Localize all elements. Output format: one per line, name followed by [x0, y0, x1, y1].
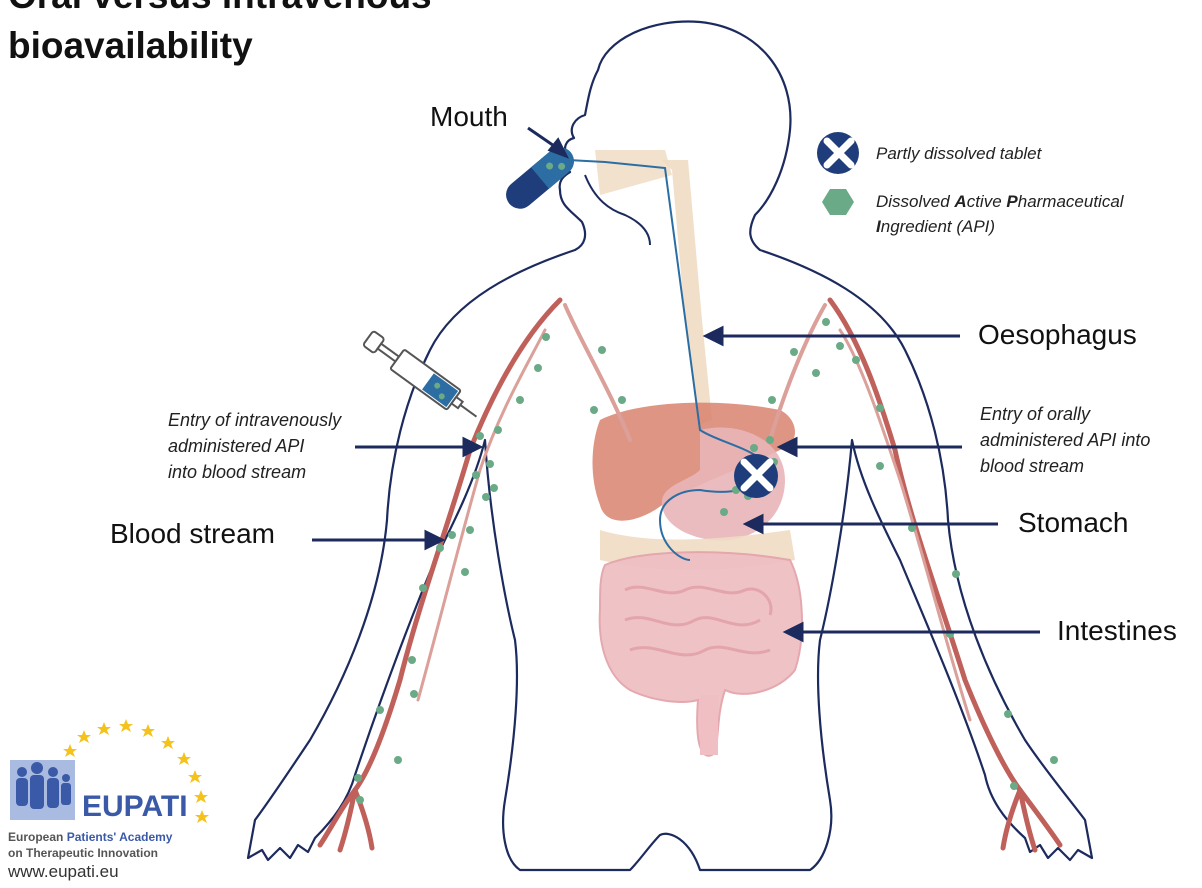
- page-title-line1: Oral versus intravenous: [8, 0, 432, 16]
- oral-entry-line3: blood stream: [980, 453, 1084, 479]
- legend-api-harma: harmaceutical: [1018, 192, 1124, 211]
- eupati-people-icon: [10, 760, 75, 820]
- left-arm-vessels: [320, 300, 630, 850]
- oral-entry-line2: administered API into: [980, 427, 1150, 453]
- label-stomach: Stomach: [1018, 507, 1129, 539]
- iv-entry-line3: into blood stream: [168, 459, 306, 485]
- legend-api-text-line1: Dissolved Active Pharmaceutical: [876, 190, 1124, 214]
- legend-tablet-text: Partly dissolved tablet: [876, 142, 1041, 166]
- label-intestines: Intestines: [1057, 615, 1177, 647]
- stomach-tablet: [734, 454, 778, 498]
- eupati-tagline-a: European: [8, 830, 67, 844]
- legend-api-ctive: ctive: [967, 192, 1007, 211]
- eupati-url[interactable]: www.eupati.eu: [8, 862, 119, 882]
- legend-api-icon: [822, 189, 854, 215]
- oral-entry-line1: Entry of orally: [980, 401, 1090, 427]
- legend-api-P: P: [1006, 192, 1017, 211]
- eupati-tagline-line2: on Therapeutic Innovation: [8, 846, 158, 860]
- right-arm-vessels: [770, 300, 1060, 850]
- legend-api-prefix: Dissolved: [876, 192, 954, 211]
- eupati-logo-name: EUPATI: [82, 790, 188, 824]
- oral-capsule: [500, 142, 579, 215]
- legend-api-rest: ngredient (API): [881, 217, 995, 236]
- iv-entry-line2: administered API: [168, 433, 304, 459]
- legend-api-A: A: [954, 192, 966, 211]
- eupati-tagline-line1: European Patients' Academy: [8, 830, 172, 844]
- legend-api-text-line2: Ingredient (API): [876, 215, 995, 239]
- rectum: [700, 695, 718, 755]
- label-blood-stream: Blood stream: [110, 518, 275, 550]
- syringe: [361, 328, 484, 426]
- label-mouth: Mouth: [430, 101, 508, 133]
- label-oesophagus: Oesophagus: [978, 319, 1137, 351]
- iv-entry-line1: Entry of intravenously: [168, 407, 341, 433]
- eupati-tagline-b: Patients' Academy: [67, 830, 173, 844]
- oral-cavity: [595, 150, 672, 195]
- legend-tablet-icon: [817, 132, 859, 174]
- page-title-line2: bioavailability: [8, 26, 253, 66]
